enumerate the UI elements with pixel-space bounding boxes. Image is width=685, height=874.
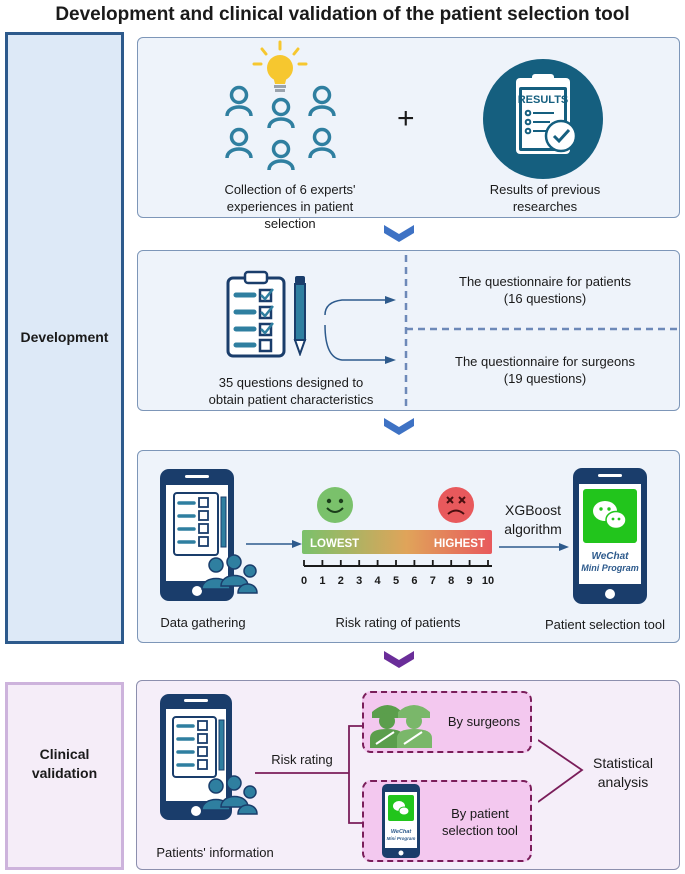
arrow-right-icon: [499, 543, 569, 551]
wechat-label-line1: WeChat: [591, 551, 629, 562]
scale-tick-label: 1: [319, 575, 325, 587]
clinical-validation-label-line1: Clinical: [39, 746, 90, 762]
results-caption-line2: researches: [512, 199, 578, 214]
wechat-small-line2: Mini Program: [387, 836, 416, 841]
surgeons-questionnaire-line2: (19 questions): [503, 371, 587, 386]
statistical-line1: Statistical: [593, 755, 653, 771]
branch-arrows: [324, 255, 680, 410]
phone-patient-info-icon: [160, 694, 258, 820]
checklist-clipboard-icon: [226, 270, 286, 358]
xgboost-line1: XGBoost: [504, 502, 562, 518]
wechat-label-line2: Mini Program: [581, 563, 639, 573]
experts-caption: Collection of 6 experts' experiences in …: [205, 181, 375, 232]
data-gathering-caption: Data gathering: [160, 615, 246, 630]
converging-lines: [538, 739, 584, 803]
chevron-down-icon: [384, 225, 414, 242]
lowest-label: LOWEST: [310, 538, 359, 550]
by-surgeons-label: By surgeons: [447, 714, 521, 729]
scale-tick-label: 9: [467, 575, 473, 587]
results-caption: Results of previous researches: [470, 181, 620, 215]
sad-face-icon: [438, 487, 474, 523]
results-badge-text: RESULTS: [518, 94, 569, 106]
phone-data-gathering-icon: [160, 469, 258, 601]
scale-tick-label: 4: [375, 575, 382, 587]
scale-tick-label: 2: [338, 575, 344, 587]
risk-rating-label: Risk rating: [271, 752, 333, 767]
wechat-phone-small-icon: WeChat Mini Program: [382, 784, 420, 858]
experts-caption-line2: experiences in patient selection: [226, 199, 354, 231]
happy-face-icon: [317, 487, 353, 523]
patients-questionnaire-text: The questionnaire for patients (16 quest…: [420, 273, 670, 307]
questions-caption: 35 questions designed to obtain patient …: [196, 374, 386, 408]
surgeons-icon: [370, 705, 432, 748]
patient-selection-tool-caption: Patient selection tool: [545, 617, 665, 632]
patients-questionnaire-line1: The questionnaire for patients: [459, 274, 631, 289]
page-title: Development and clinical validation of t…: [55, 4, 630, 25]
by-tool-line1: By patient: [451, 806, 509, 821]
statistical-analysis-label: Statistical analysis: [578, 754, 668, 792]
clinical-validation-label-line2: validation: [31, 765, 98, 781]
wechat-phone-icon: WeChat Mini Program: [573, 468, 647, 604]
results-clipboard-icon: RESULTS: [483, 59, 603, 179]
development-label: Development: [20, 329, 109, 345]
clinical-validation-section-bar: [5, 682, 124, 870]
risk-rating-caption: Risk rating of patients: [335, 615, 461, 630]
statistical-line2: analysis: [597, 774, 649, 790]
xgboost-label: XGBoost algorithm: [498, 501, 568, 539]
patients-info-caption: Patients' information: [156, 845, 274, 860]
surgeons-questionnaire-text: The questionnaire for surgeons (19 quest…: [420, 353, 670, 387]
scale-tick-label: 3: [356, 575, 362, 587]
clinical-validation-label: Clinical validation: [5, 745, 124, 783]
surgeons-questionnaire-line1: The questionnaire for surgeons: [455, 354, 635, 369]
questions-caption-line2: obtain patient characteristics: [208, 392, 374, 407]
pen-icon: [293, 276, 307, 356]
chevron-down-icon: [384, 651, 414, 668]
scale-tick-label: 8: [448, 575, 454, 587]
risk-rating-connector: [255, 725, 363, 824]
scale-tick-label: 7: [430, 575, 436, 587]
by-tool-line2: selection tool: [442, 823, 518, 838]
results-caption-line1: Results of previous: [489, 182, 601, 197]
scale-tick-label: 0: [301, 575, 307, 587]
experts-caption-line1: Collection of 6 experts': [224, 182, 356, 197]
by-tool-label: By patient selection tool: [428, 805, 532, 839]
lightbulb-icon: [252, 40, 308, 92]
xgboost-line2: algorithm: [504, 521, 562, 537]
experts-people-icon: [225, 85, 336, 171]
arrow-right-icon: [246, 540, 302, 548]
chevron-down-icon: [384, 418, 414, 435]
development-section-bar: [5, 32, 124, 644]
scale-tick-label: 6: [411, 575, 417, 587]
patients-questionnaire-line2: (16 questions): [503, 291, 587, 306]
scale-tick-label: 10: [482, 575, 494, 587]
questions-caption-line1: 35 questions designed to: [218, 375, 364, 390]
wechat-small-line1: WeChat: [391, 829, 413, 835]
scale-tick-label: 5: [393, 575, 399, 587]
highest-label: HIGHEST: [434, 538, 485, 550]
plus-sign: +: [397, 102, 415, 135]
